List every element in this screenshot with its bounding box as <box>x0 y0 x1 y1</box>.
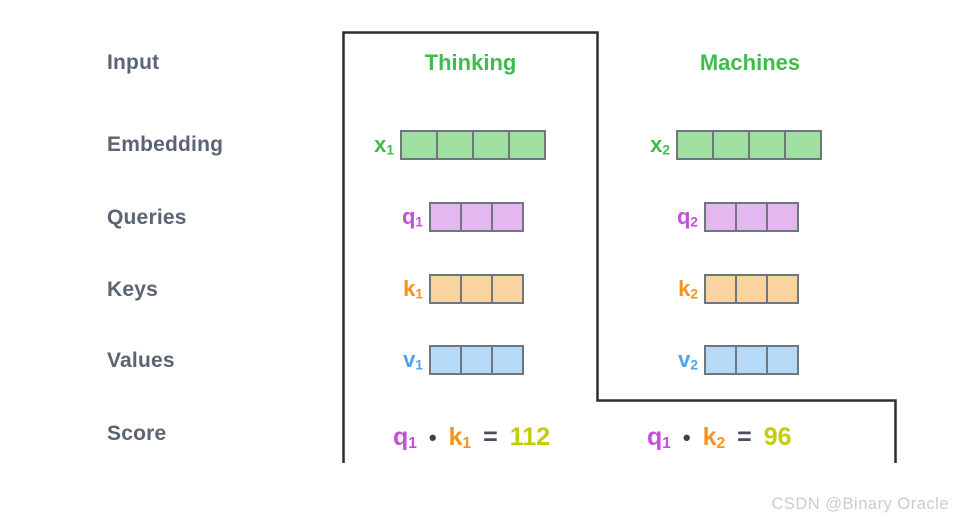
row-label-embedding: Embedding <box>107 133 224 156</box>
embedding-vector-x1 <box>400 130 546 160</box>
vector-cell <box>491 345 524 375</box>
key-vector-k2 <box>704 274 799 304</box>
vector-cell <box>491 202 524 232</box>
score1-value: 112 <box>509 423 551 451</box>
dot-product-icon: • <box>428 425 437 450</box>
watermark: CSDN @Binary Oracle <box>771 495 949 513</box>
vector-cell <box>400 130 438 160</box>
vector-cell <box>508 130 546 160</box>
vector-cell <box>429 345 462 375</box>
score2-q-term: q1 <box>647 423 671 452</box>
key-label-k2: k2 <box>678 276 698 302</box>
vector-cell <box>429 202 462 232</box>
row-label-values: Values <box>107 349 175 372</box>
key-vector-k1 <box>429 274 524 304</box>
column-header-machines: Machines <box>699 50 801 75</box>
embedding-label-x1: x1 <box>374 132 394 158</box>
query-label-q2: q2 <box>676 204 698 230</box>
score1-k-term: k1 <box>448 423 472 452</box>
value-label-v2: v2 <box>678 347 698 373</box>
embedding-vector-x2 <box>676 130 822 160</box>
vector-cell <box>460 345 493 375</box>
row-label-keys: Keys <box>107 278 159 301</box>
vector-cell <box>429 274 462 304</box>
vector-cell <box>460 274 493 304</box>
vector-cell <box>676 130 714 160</box>
value-vector-v1 <box>429 345 524 375</box>
row-label-input: Input <box>107 51 160 74</box>
row-label-queries: Queries <box>107 206 187 229</box>
vector-cell <box>766 345 799 375</box>
vector-cell <box>491 274 524 304</box>
query-vector-q1 <box>429 202 524 232</box>
vector-cell <box>766 202 799 232</box>
dot-product-icon: • <box>682 425 691 450</box>
vector-cell <box>784 130 822 160</box>
score-expression-2: q1 • k2 = 96 <box>647 421 792 460</box>
vector-cell <box>735 274 768 304</box>
embedding-label-x2: x2 <box>650 132 670 158</box>
vector-cell <box>735 202 768 232</box>
score-expression-1: q1 • k1 = 112 <box>393 421 550 460</box>
score2-value: 96 <box>763 423 792 451</box>
score2-equals: = <box>737 423 752 451</box>
value-label-v1: v1 <box>403 347 423 373</box>
value-vector-v2 <box>704 345 799 375</box>
row-label-score: Score <box>107 422 167 445</box>
score1-q-term: q1 <box>393 423 417 452</box>
vector-cell <box>735 345 768 375</box>
column-header-thinking: Thinking <box>424 50 517 75</box>
score1-equals: = <box>483 423 498 451</box>
vector-cell <box>704 345 737 375</box>
vector-cell <box>748 130 786 160</box>
vector-cell <box>704 202 737 232</box>
score2-k-term: k2 <box>702 423 726 452</box>
vector-cell <box>460 202 493 232</box>
vector-cell <box>704 274 737 304</box>
vector-cell <box>472 130 510 160</box>
vector-cell <box>766 274 799 304</box>
vector-cell <box>712 130 750 160</box>
query-label-q1: q1 <box>401 204 423 230</box>
vector-cell <box>436 130 474 160</box>
query-vector-q2 <box>704 202 799 232</box>
key-label-k1: k1 <box>403 276 423 302</box>
